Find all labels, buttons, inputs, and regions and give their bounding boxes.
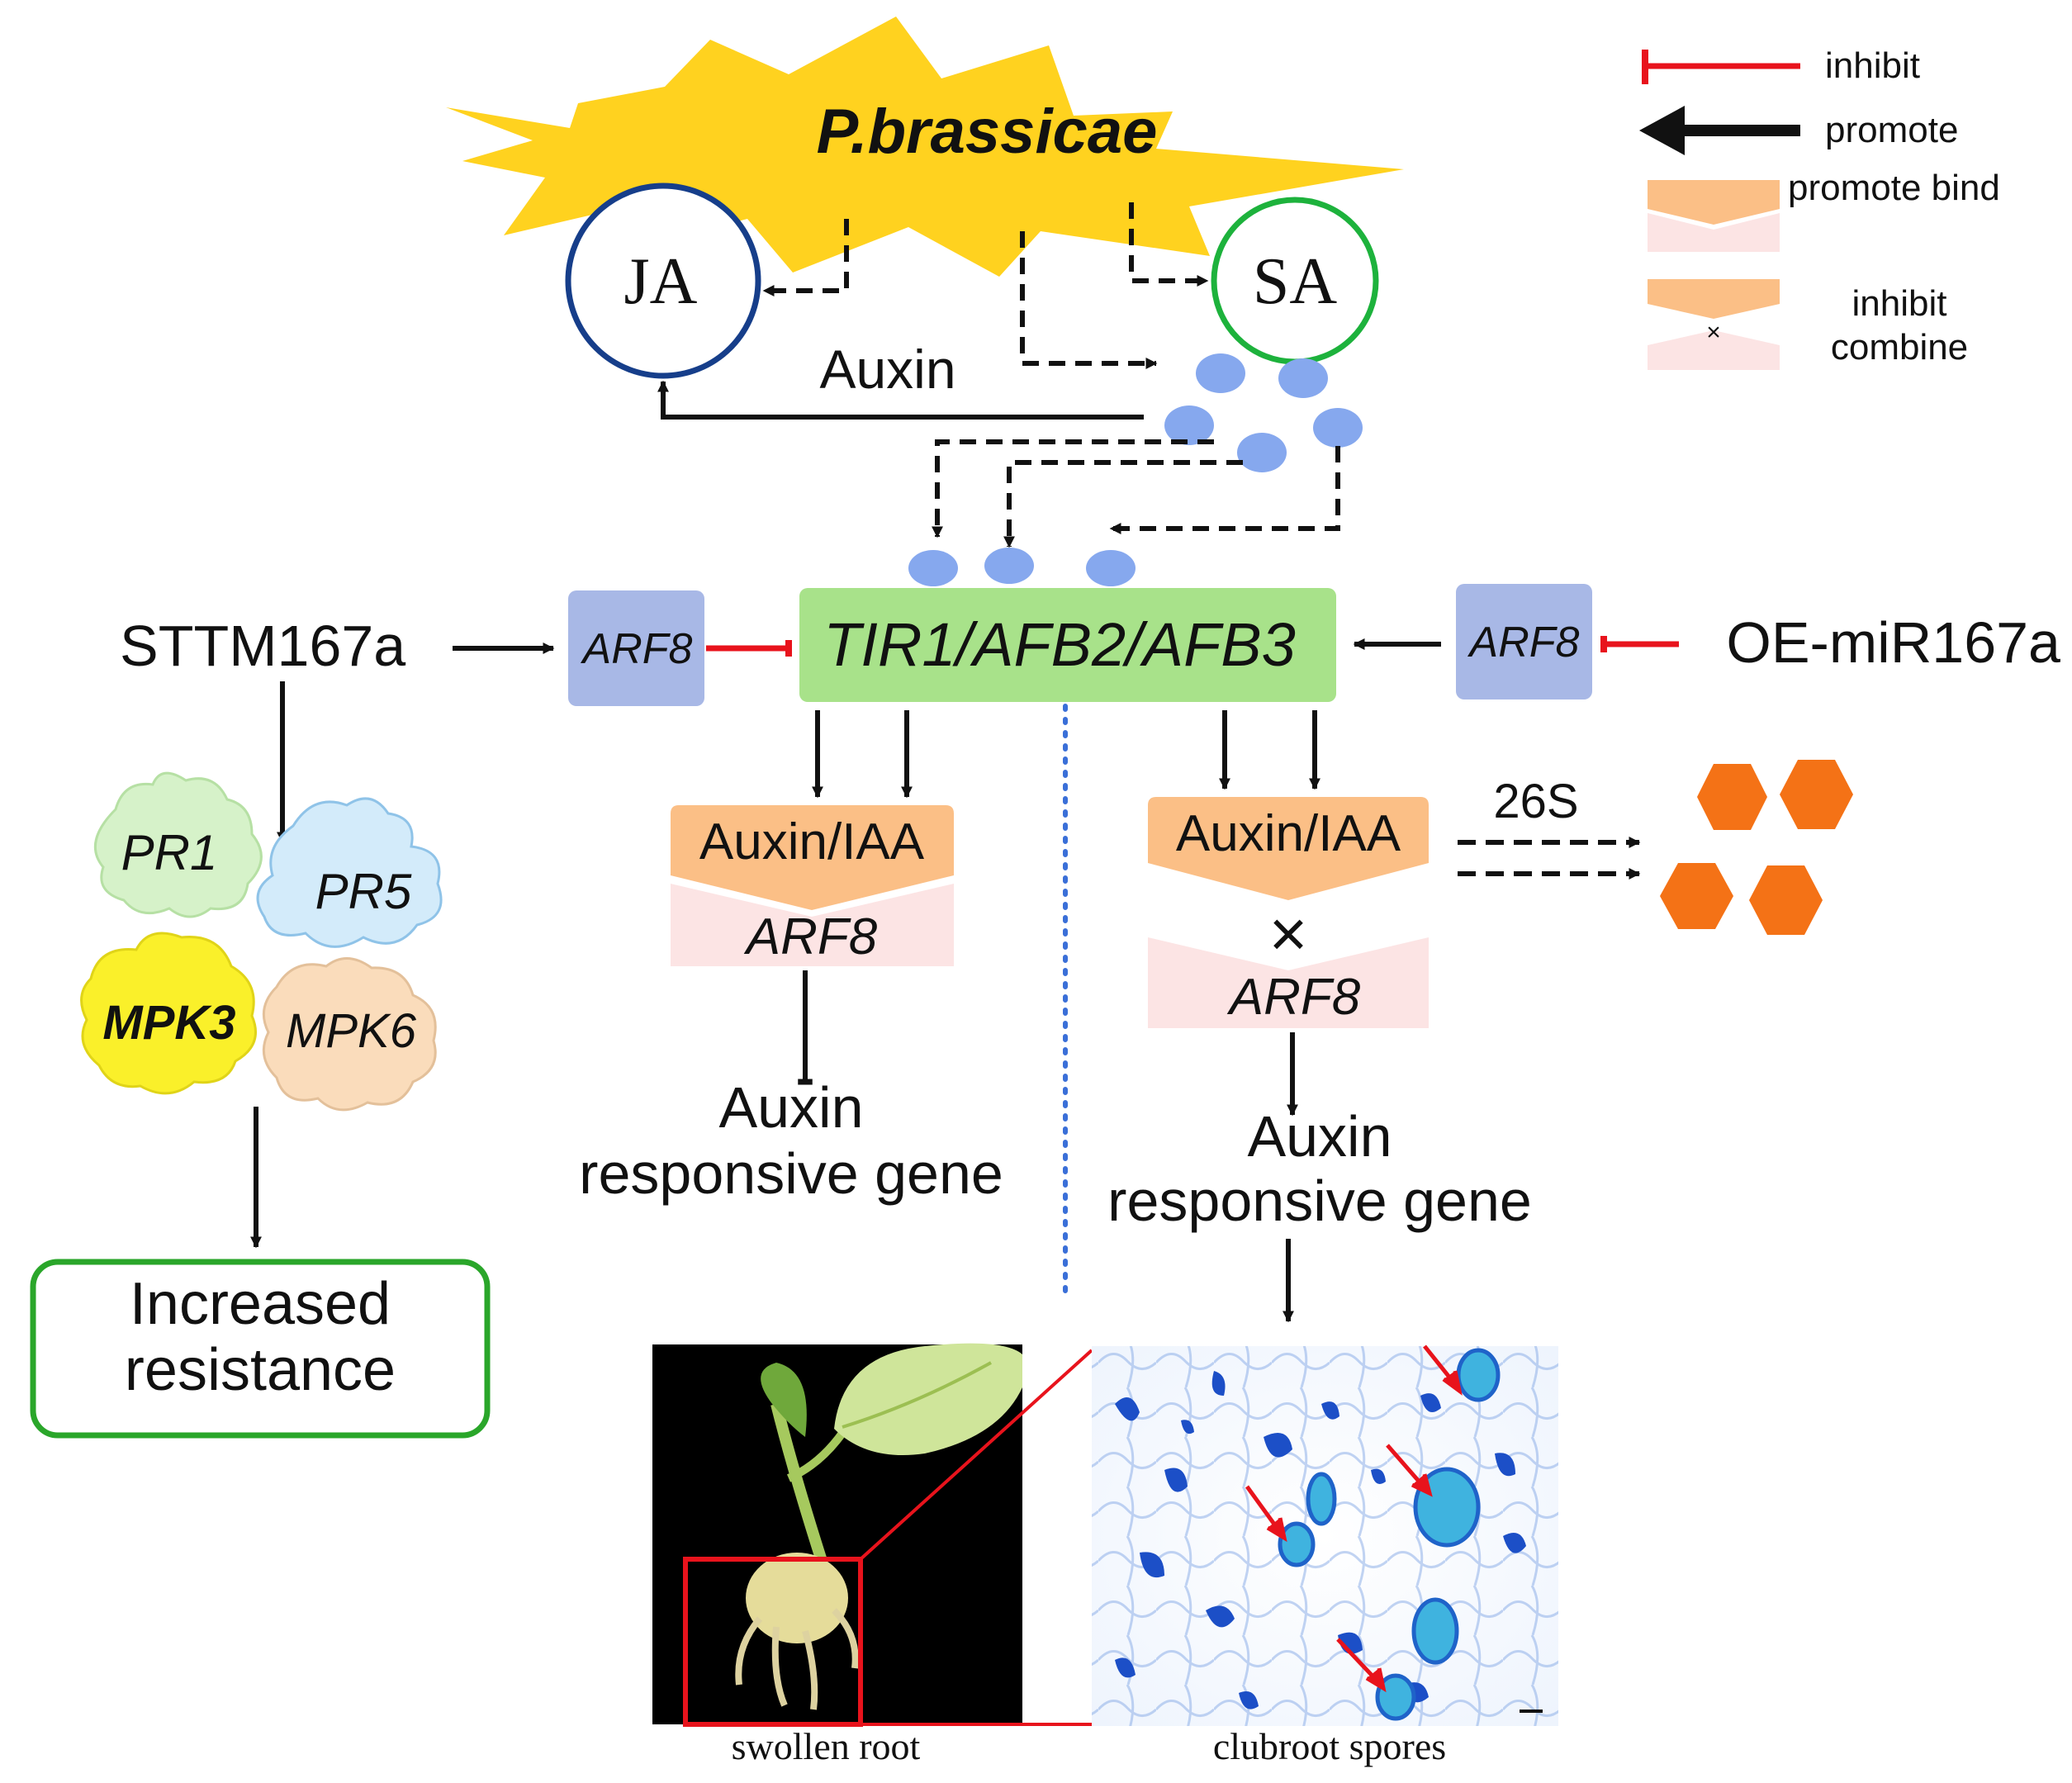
mpk3-label: MPK3 [102,996,235,1050]
legend-inhibit: inhibit [1642,45,1920,86]
degraded-fragments [1660,760,1853,935]
aux-iaa-block [671,805,954,910]
auxin-molecule [984,548,1034,584]
root-caption: swollen root [732,1725,921,1767]
auxin-responsive-gene-middle: Auxin responsive gene [579,1075,1003,1206]
arf8-box-right: ARF8 [1456,584,1592,699]
legend-inhibit-combine-label-1: inhibit [1852,283,1947,324]
pathogen-label: P.brassicae [817,97,1158,167]
spore-pointer-arrows [1245,1344,1463,1693]
arf8-right-label: ARF8 [1467,619,1580,666]
hexagon [1660,863,1733,929]
arrow-to-auxin [1020,231,1158,369]
auxin-label: Auxin [819,339,955,400]
protein-mpk6: MPK6 [262,957,437,1112]
auxin-to-receptor-arrows [932,439,1340,548]
legend-promote-bind-label: promote bind [1788,168,2000,208]
outcome-line2: resistance [125,1337,396,1403]
receptor-box: TIR1/AFB2/AFB3 [799,588,1336,702]
ja-circle [565,183,761,379]
hexagon [1780,760,1853,829]
zoom-box [683,1557,863,1727]
legend-inhibit-combine-label-2: combine [1831,327,1968,368]
protein-pr5: PR5 [256,797,443,948]
oe-label: OE-miR167a [1726,610,2060,675]
protein-pr1: PR1 [93,771,263,918]
auxin-molecule [1237,433,1287,472]
auxin-molecule [1278,358,1328,398]
outcome-line1: Increased [130,1271,391,1337]
sa-label: SA [1253,245,1337,318]
legend-promote-bind: promote bind [1648,168,2000,252]
sttm-label: STTM167a [120,614,405,678]
degradation-arrows [1458,837,1641,880]
receptor-label: TIR1/AFB2/AFB3 [823,610,1296,679]
root-gall [746,1553,848,1643]
legend-cross: × [1706,319,1721,346]
auxin-molecule [1313,408,1363,448]
legend-promote: promote [1639,106,1958,155]
auxin-responsive-gene-right: Auxin responsive gene [1107,1104,1532,1233]
pathogen-dashed-arrows [762,202,1209,369]
response-right-line2: responsive gene [1107,1169,1532,1233]
ja-label: JA [624,245,698,318]
pr1-label: PR1 [121,825,218,880]
hexagon [1749,865,1823,935]
auxin-molecule [1196,353,1245,393]
swollen-root-photo [652,1343,1022,1727]
legend-inhibit-label: inhibit [1825,45,1920,86]
arf8-label-right: ARF8 [1226,969,1361,1026]
arf8-complex-label: ARF8 [743,908,878,965]
arrow-auxin-to-ja [657,380,1144,420]
spores-caption: clubroot spores [1213,1725,1446,1767]
auxin-molecule-cluster [1164,353,1363,472]
bound-auxin [908,548,1136,586]
dashed-arrow [1003,460,1243,548]
sa-node: SA [1211,197,1379,365]
pr5-label: PR5 [315,864,412,919]
zoom-line [859,1349,1093,1561]
spore-clusters [1278,1348,1501,1721]
clubroot-spores-photo [1092,1344,1558,1726]
auxin-molecule [1164,405,1214,445]
aux-iaa-block-right [1148,797,1429,900]
ja-node: JA [565,183,761,379]
legend-inhibit-combine: × inhibit combine [1648,279,1968,370]
arf8-box-left: ARF8 [568,590,704,706]
leaf [761,1363,807,1437]
arf8-left-label: ARF8 [581,625,693,673]
outcome-box: Increased resistance [30,1259,491,1439]
response-line1: Auxin [718,1075,863,1140]
auxin-molecule [1086,550,1136,586]
legend-promote-label: promote [1825,110,1958,150]
proteasome-label: 26S [1493,775,1578,828]
arf8-block-right [1148,937,1429,1028]
response-right-line1: Auxin [1247,1104,1392,1169]
complex-released: Auxin/IAA × ARF8 [1148,797,1429,1028]
protein-mpk3: MPK3 [80,932,257,1095]
dashed-arrow [932,439,1214,538]
aux-iaa-label-right: Auxin/IAA [1176,805,1401,862]
cross-mark: × [1269,897,1308,970]
arf8-block [671,884,954,966]
hexagon [1697,764,1767,830]
dashed-arrow [1109,446,1340,534]
legend: inhibit promote promote bind × inhibit c… [1639,45,2000,370]
response-line2: responsive gene [579,1141,1003,1206]
auxin-molecule [908,550,958,586]
complex-bound: Auxin/IAA ARF8 [671,805,954,966]
mpk6-label: MPK6 [286,1004,417,1058]
aux-iaa-label: Auxin/IAA [699,813,925,870]
